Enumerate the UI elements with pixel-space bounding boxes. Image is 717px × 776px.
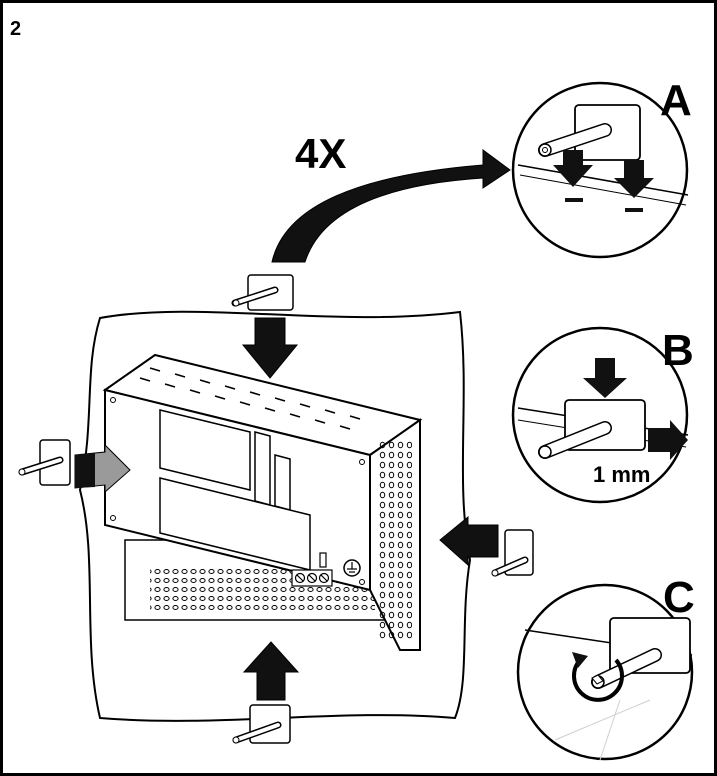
clip-right [491,529,534,577]
top-vents [139,367,361,430]
detail-c [516,583,694,761]
offset-label: 1 mm [593,462,650,487]
arrow-left-right [439,515,499,567]
clip-top [231,274,294,311]
detail-c-letter: C [663,573,695,622]
step-number: 2 [10,18,22,40]
detail-a-letter: A [660,76,692,125]
count-label: 4X [295,130,346,177]
device-housing [102,353,423,651]
terminal-block [291,552,333,587]
arrow-up-bottom [242,641,300,701]
detail-a [511,81,689,259]
detail-b-letter: B [662,326,694,375]
curved-arrow [271,149,511,263]
clip-bottom [232,704,291,744]
detail-b [511,326,689,504]
clip-left [18,439,71,486]
arrow-down-top [241,317,299,379]
rotate-arrow-icon [572,658,624,702]
